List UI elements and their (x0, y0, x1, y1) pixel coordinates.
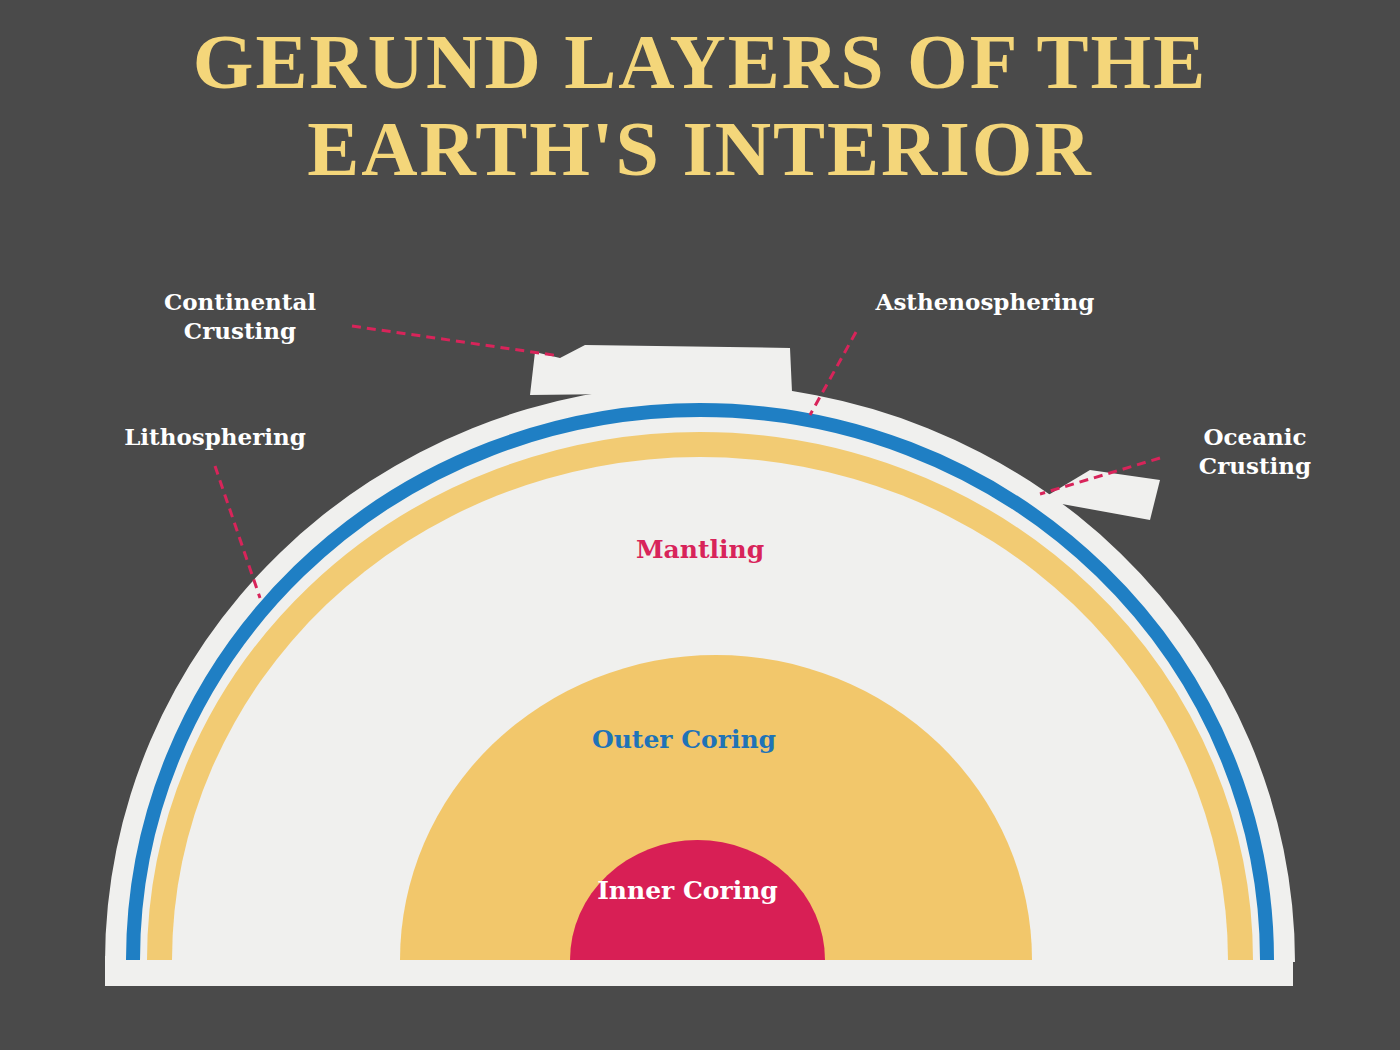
callout-label: Continental Crusting (120, 288, 360, 346)
layer-fill (172, 457, 1228, 960)
diagram-title: GERUND LAYERS OF THE EARTH'S INTERIOR (30, 18, 1370, 193)
inner-core-band: Inner Coring (570, 840, 825, 960)
callout-label: Oceanic Crusting (1170, 423, 1340, 481)
mantle-band: MantlingOuter CoringInner Coring (172, 457, 1228, 960)
leader-line (810, 332, 856, 415)
callout-label: Asthenosphering (835, 288, 1135, 317)
continental-crust (530, 345, 792, 395)
leader-line (352, 326, 560, 356)
leader-line (1040, 458, 1160, 494)
leader-line (215, 466, 260, 598)
crust-shell (105, 384, 1295, 962)
layer-name: Mantling (172, 535, 1228, 565)
callout-label: Lithosphering (90, 423, 340, 452)
outer-core-band: Outer CoringInner Coring (400, 655, 1032, 960)
lithosphere-band (133, 410, 1267, 960)
asthenosphere-band (160, 445, 1240, 960)
layer-fill (400, 655, 1032, 960)
layer-name: Outer Coring (368, 725, 1000, 755)
layer-name: Inner Coring (560, 876, 815, 906)
